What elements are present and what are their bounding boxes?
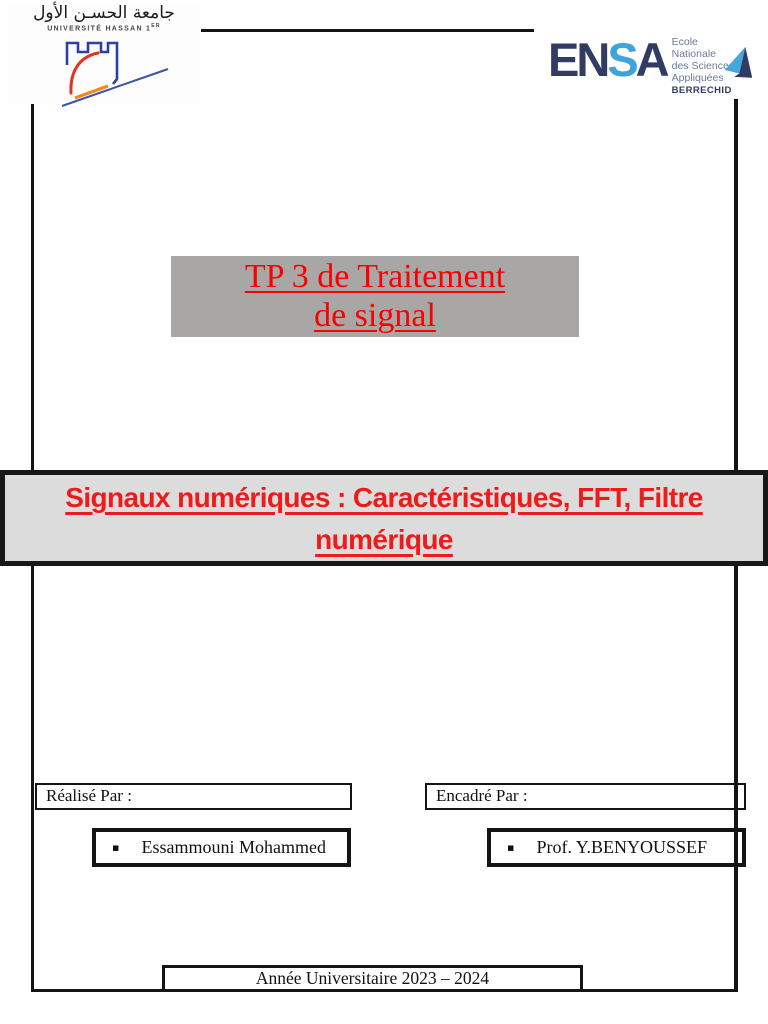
academic-year-box: Année Universitaire 2023 – 2024 [162,965,583,992]
ensa-letter-s: S [607,33,638,86]
frame-bottom-line [31,989,738,992]
tp-title-line1: TP 3 de Traitement [244,258,506,295]
supervisor-bullet-icon: ▪ [507,841,515,854]
ensa-name-line2: des Sciences [671,60,735,72]
ensa-swoosh-icon [724,46,752,78]
ensa-letter-n: N [576,33,610,86]
author-name: Essammouni Mohammed [141,837,326,857]
ensa-name-line1: Ecole Nationale [671,36,716,60]
ensa-logo: ENSA Ecole Nationale des Sciences Appliq… [548,30,752,98]
university-name-latin: UNIVERSITÉ HASSAN 1ER [8,23,200,32]
tp-title-line2: de signal [314,297,436,334]
ensa-name-line3: Appliquées [671,72,724,84]
university-hassan-logo: جامعة الحسـن الأول UNIVERSITÉ HASSAN 1ER [8,3,200,107]
author-box: ▪ Essammouni Mohammed [92,828,351,867]
castle-tower-icon [61,41,169,107]
ensa-acronym: ENSA [548,30,670,90]
subject-line2: numérique [315,524,453,555]
ensa-letter-e: E [548,33,579,86]
supervisor-name: Prof. Y.BENYOUSSEF [536,837,708,857]
author-bullet-icon: ▪ [112,841,120,854]
ensa-letter-a: A [635,33,670,86]
ensa-name-block: Ecole Nationale des Sciences Appliquées … [672,36,735,96]
subject-line1: Signaux numériques : Caractéristiques, F… [65,482,703,513]
university-name-arabic: جامعة الحسـن الأول [33,3,175,23]
realise-par-box: Réalisé Par : [35,783,352,810]
subject-banner: Signaux numériques : Caractéristiques, F… [0,470,768,566]
ensa-city-label: BERRECHID [671,85,732,96]
frame-top-line [201,29,534,32]
encadre-par-box: Encadré Par : [425,783,746,810]
university-name-latin-sup: ER [151,23,161,29]
tp-title-box: TP 3 de Traitement de signal [171,256,579,337]
university-name-latin-text: UNIVERSITÉ HASSAN 1 [47,25,152,33]
supervisor-box: ▪ Prof. Y.BENYOUSSEF [487,828,746,867]
